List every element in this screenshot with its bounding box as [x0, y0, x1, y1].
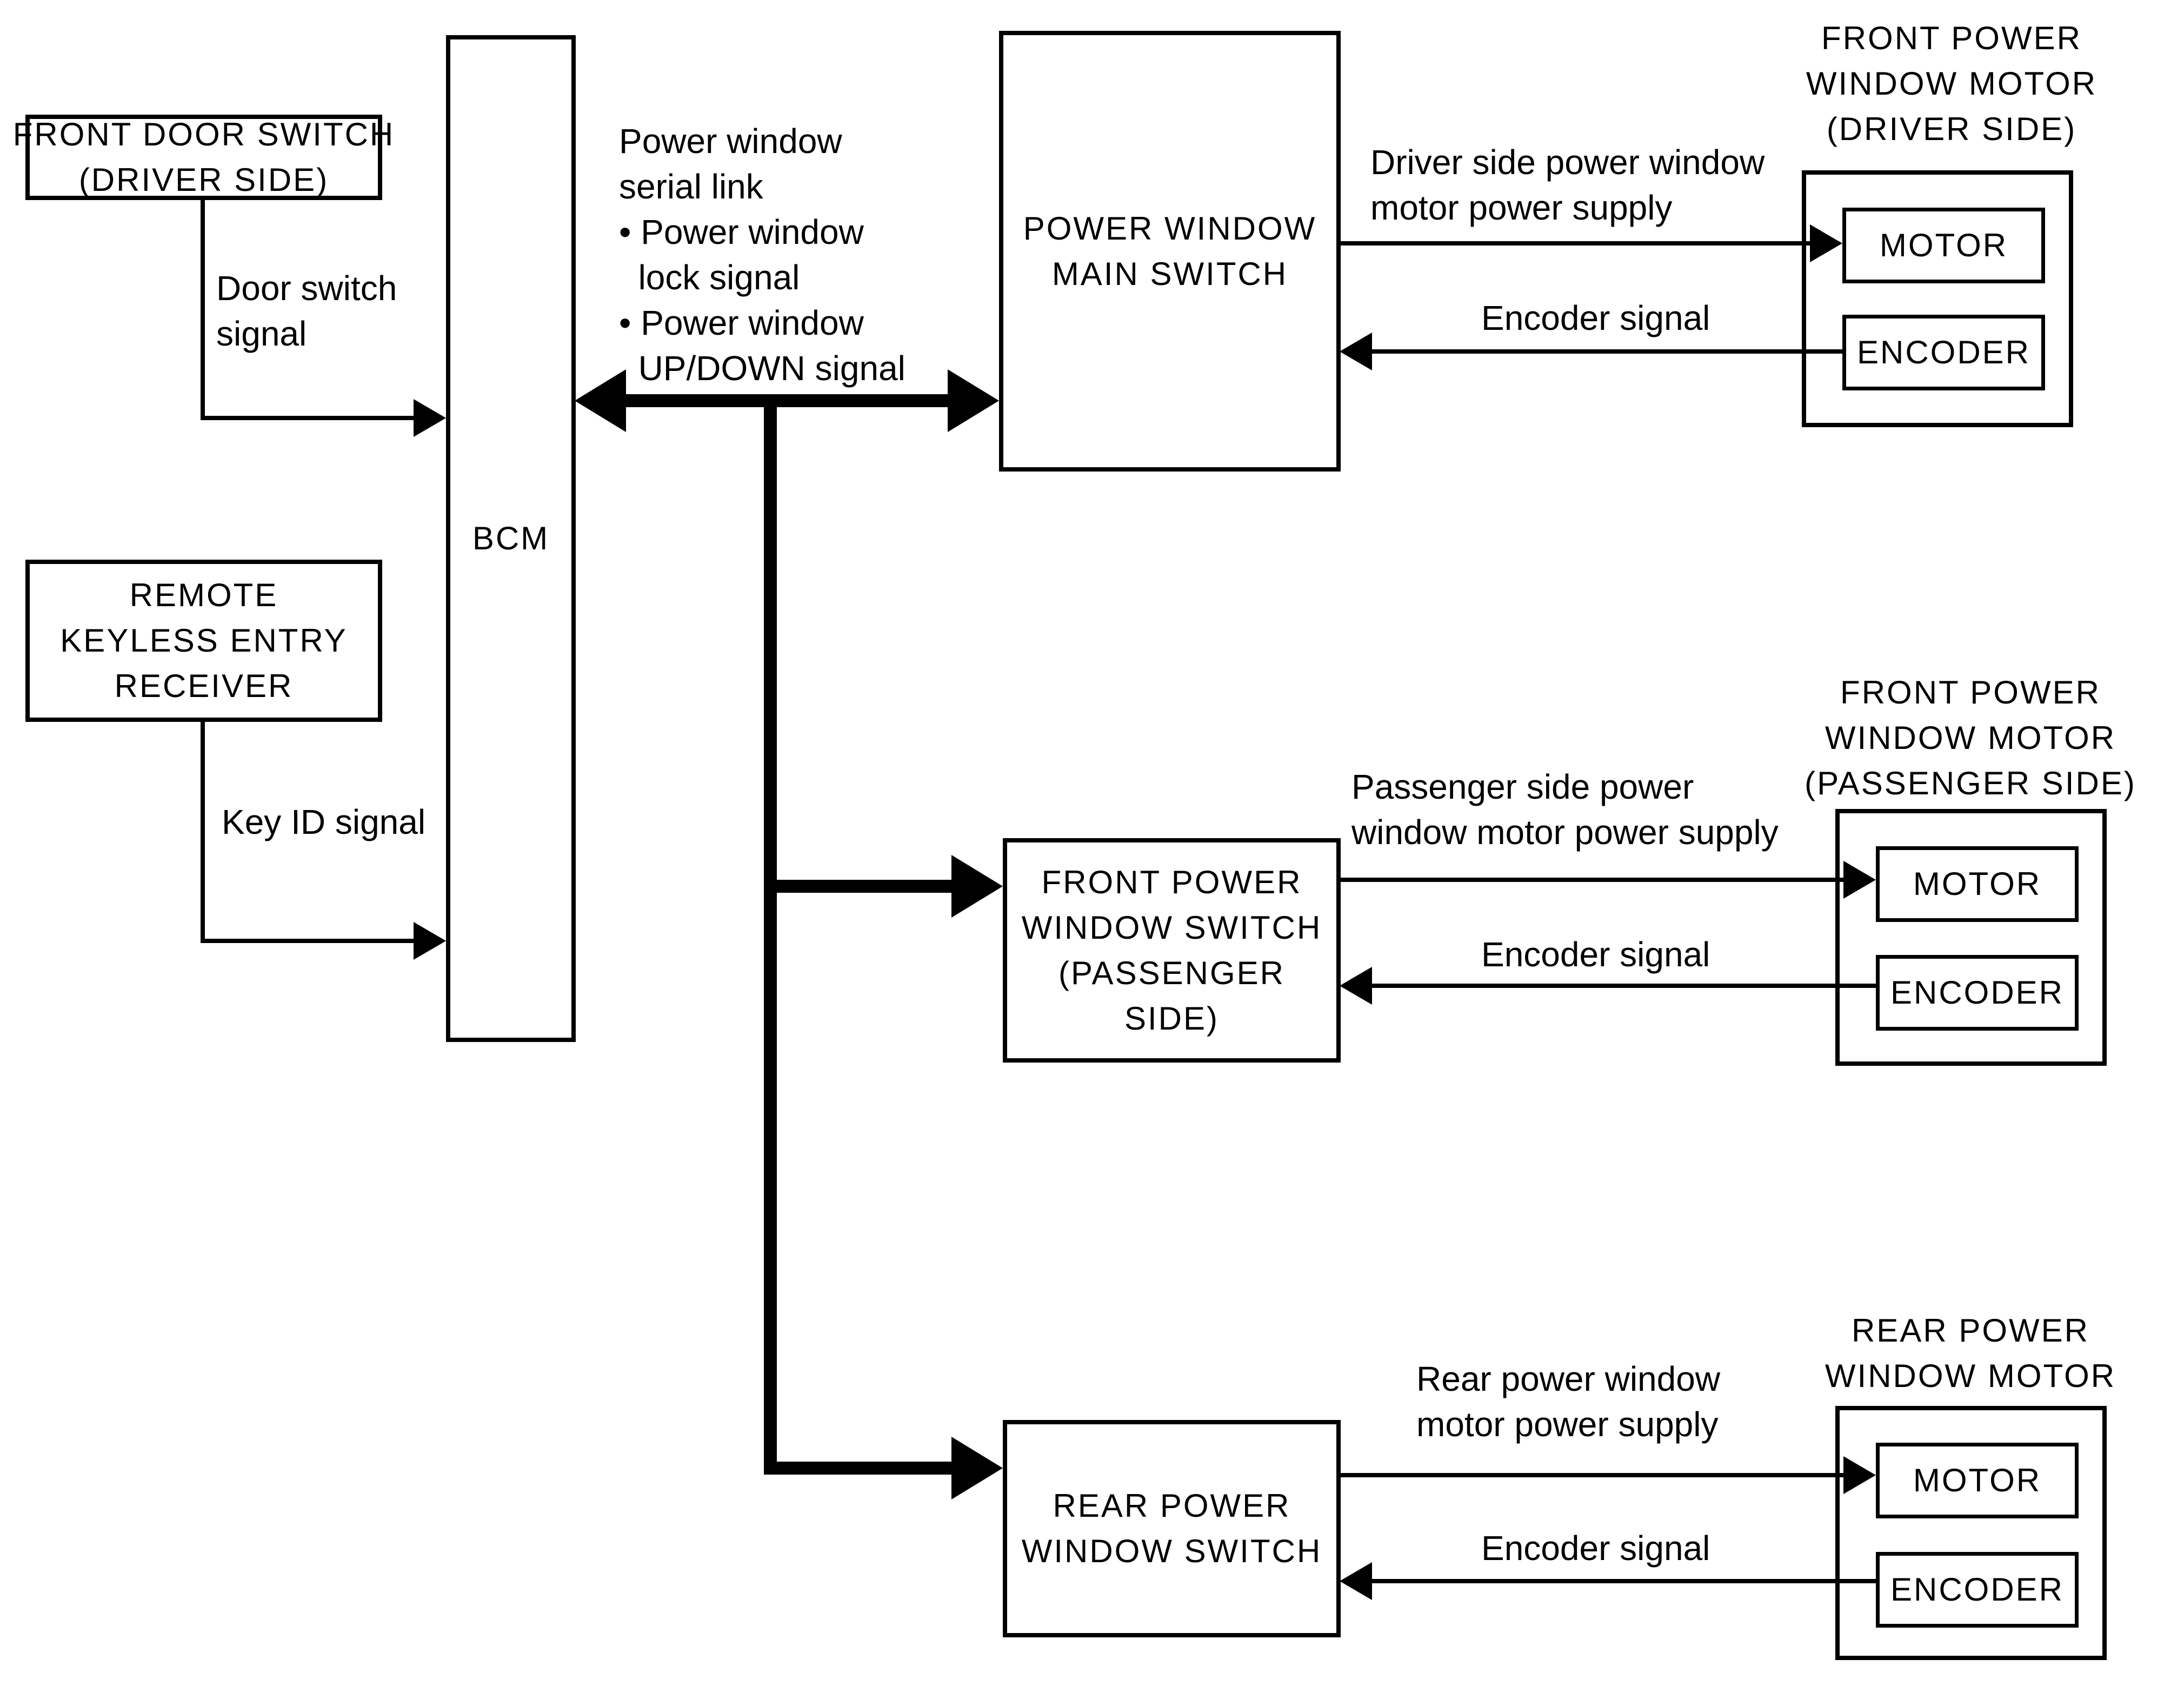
remote-keyless-entry-receiver-box: REMOTE KEYLESS ENTRY RECEIVER — [25, 560, 382, 722]
passenger-encoder-line — [1370, 984, 1876, 988]
door-switch-line-horizontal — [203, 416, 416, 420]
rear-supply-line — [1340, 1473, 1845, 1477]
key-id-signal-label: Key ID signal — [222, 802, 426, 841]
key-id-line-vertical — [201, 720, 205, 943]
rear-supply-label: Rear power window motor power supply — [1416, 1359, 1721, 1444]
serial-link-arrowhead-right-icon — [948, 369, 999, 432]
key-id-line-horizontal — [203, 939, 416, 943]
passenger-encoder-arrowhead-icon — [1340, 967, 1372, 1005]
passenger-motor-heading: FRONT POWER WINDOW MOTOR (PASSENGER SIDE… — [1805, 674, 2136, 801]
serial-link-trunk-line — [764, 394, 777, 1475]
driver-motor-heading: FRONT POWER WINDOW MOTOR (DRIVER SIDE) — [1806, 20, 2098, 147]
driver-supply-label: Driver side power window motor power sup… — [1370, 143, 1765, 227]
driver-encoder-arrowhead-icon — [1340, 333, 1372, 370]
passenger-branch-arrowhead-icon — [951, 855, 1003, 918]
rear-branch-arrowhead-icon — [951, 1437, 1003, 1499]
driver-encoder-box: ENCODER — [1842, 315, 2045, 390]
rear-power-window-switch-box: REAR POWER WINDOW SWITCH — [1003, 1420, 1341, 1637]
passenger-motor-box: MOTOR — [1876, 846, 2079, 922]
serial-link-arrowhead-left-icon — [575, 369, 626, 432]
rear-motor-heading: REAR POWER WINDOW MOTOR — [1825, 1312, 2116, 1394]
driver-supply-line — [1340, 241, 1815, 245]
rear-branch-line — [764, 1462, 953, 1475]
door-switch-arrowhead-icon — [414, 399, 446, 437]
passenger-supply-line — [1340, 878, 1845, 882]
rear-encoder-line — [1370, 1579, 1876, 1583]
bcm-box: BCM — [446, 35, 576, 1042]
rear-supply-arrowhead-icon — [1843, 1456, 1876, 1494]
passenger-supply-arrowhead-icon — [1843, 861, 1876, 899]
driver-motor-box: MOTOR — [1842, 208, 2045, 283]
passenger-branch-line — [764, 880, 953, 893]
driver-encoder-line — [1370, 349, 1842, 354]
rear-encoder-signal-label: Encoder signal — [1481, 1529, 1710, 1568]
power-window-main-switch-box: POWER WINDOW MAIN SWITCH — [999, 31, 1341, 472]
rear-motor-box: MOTOR — [1876, 1443, 2079, 1518]
passenger-encoder-box: ENCODER — [1876, 955, 2079, 1031]
serial-link-arrow-shaft — [620, 394, 951, 407]
door-switch-line-vertical — [201, 198, 205, 420]
key-id-arrowhead-icon — [414, 922, 446, 960]
rear-encoder-box: ENCODER — [1876, 1552, 2079, 1628]
front-power-window-switch-passenger-box: FRONT POWER WINDOW SWITCH (PASSENGER SID… — [1003, 838, 1341, 1063]
passenger-encoder-signal-label: Encoder signal — [1481, 935, 1710, 974]
driver-encoder-signal-label: Encoder signal — [1481, 298, 1710, 337]
rear-encoder-arrowhead-icon — [1340, 1562, 1372, 1600]
front-door-switch-box: FRONT DOOR SWITCH (DRIVER SIDE) — [13, 115, 393, 200]
door-switch-signal-label: Door switch signal — [216, 269, 397, 353]
passenger-supply-label: Passenger side power window motor power … — [1351, 767, 1779, 852]
driver-supply-arrowhead-icon — [1810, 224, 1842, 262]
power-window-serial-link-label: Power window serial link • Power window … — [619, 122, 905, 388]
